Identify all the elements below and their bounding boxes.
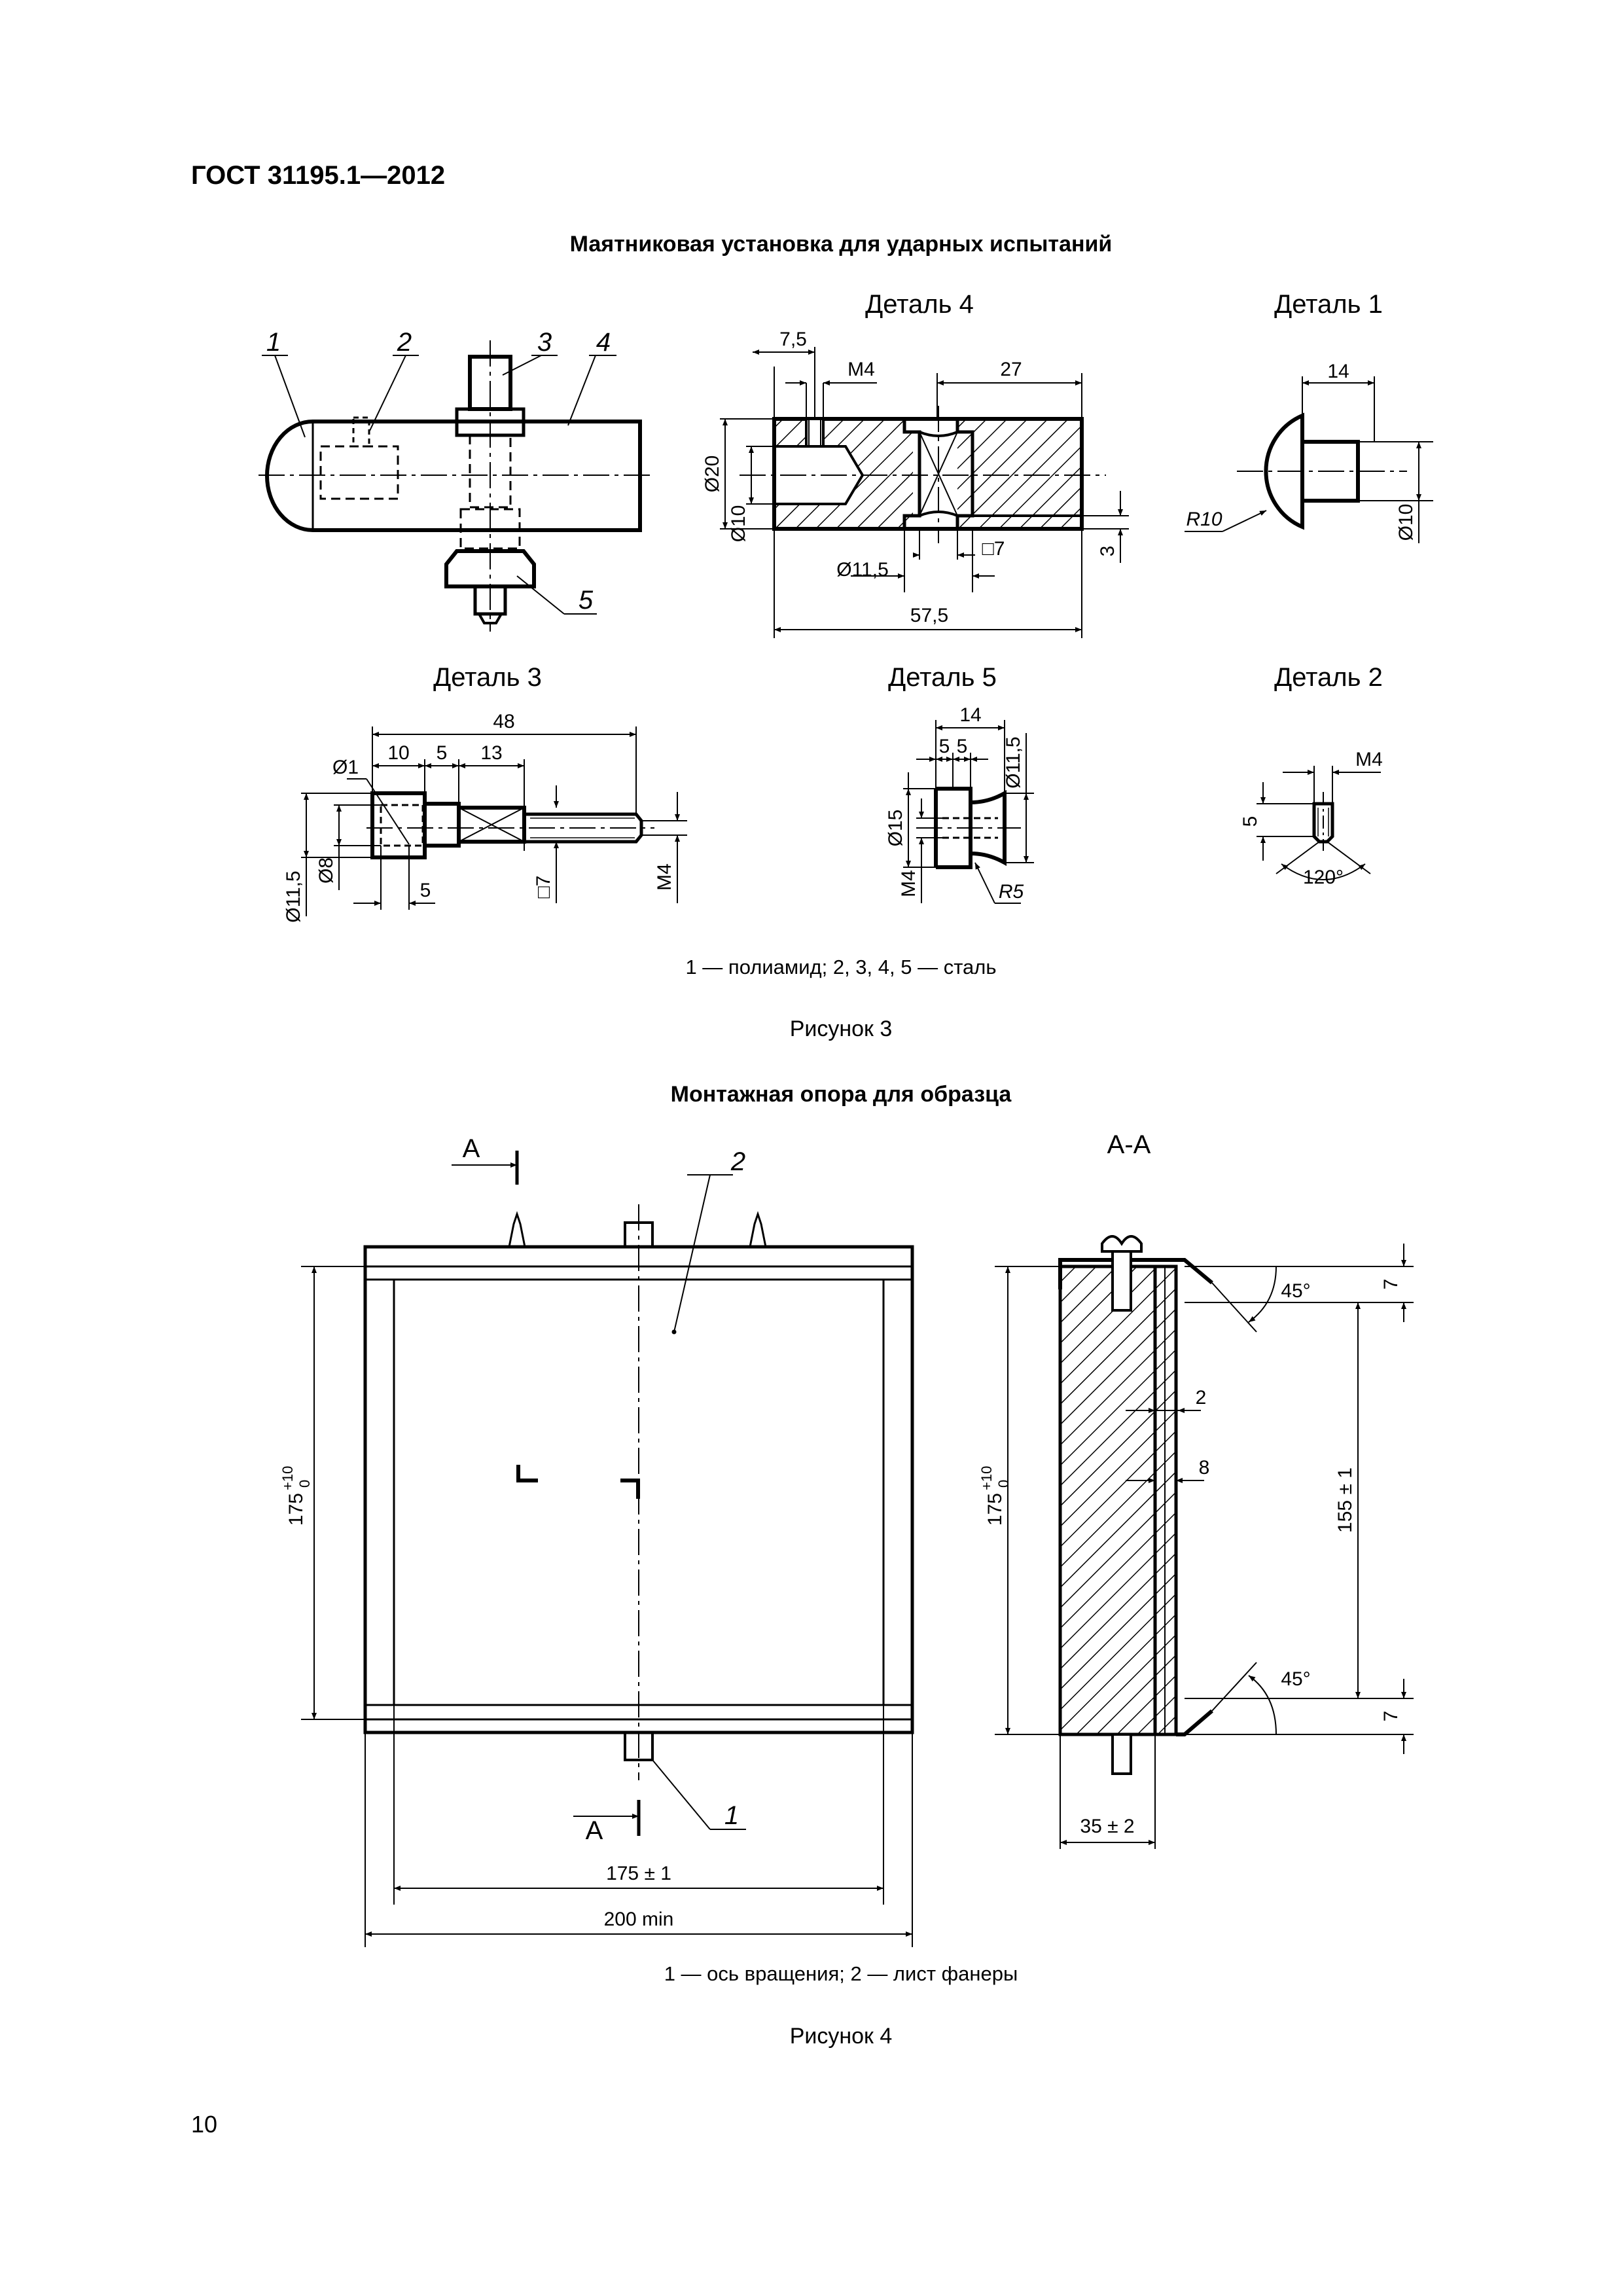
front-view-dimensions <box>301 1266 913 1947</box>
detail-2-drawing <box>1312 792 1334 851</box>
front-view-labels: А А 2 1 175 +10 0 175 ± 1 200 min <box>279 1134 745 1930</box>
detail-5-dimensions <box>903 720 1034 904</box>
svg-text:□7: □7 <box>982 538 1005 560</box>
svg-text:5: 5 <box>437 742 448 764</box>
svg-text:M4: M4 <box>847 359 875 380</box>
svg-text:Ø11,5: Ø11,5 <box>283 870 304 923</box>
page-number: 10 <box>191 2111 218 2138</box>
mounting-frame-section-view <box>1058 1235 1213 1775</box>
svg-text:R5: R5 <box>999 881 1024 903</box>
callout-1: 1 <box>266 328 281 357</box>
figure-3-caption: Рисунок 3 <box>789 1016 893 1041</box>
callout-1-axis: 1 <box>724 1801 739 1830</box>
svg-text:R10: R10 <box>1186 509 1222 530</box>
svg-text:0: 0 <box>995 1480 1012 1488</box>
svg-text:14: 14 <box>1327 361 1349 382</box>
svg-text:3: 3 <box>1097 546 1118 557</box>
svg-text:175: 175 <box>984 1493 1006 1526</box>
detail-3-dimension-labels: 48 10 5 13 Ø1 Ø11,5 Ø8 5 □7 M4 <box>283 711 675 923</box>
callout-2: 2 <box>397 328 412 357</box>
detail-5-dimension-labels: 14 5 5 Ø11,5 Ø15 M4 R5 <box>885 704 1024 903</box>
svg-text:10: 10 <box>387 742 409 764</box>
section-view-labels: 175 +10 0 7 45° 2 8 155 ± 1 45° 7 35 ± 2 <box>978 1279 1402 1837</box>
detail-4-dimensions <box>720 347 1129 638</box>
pendulum-assembly-drawing <box>259 340 654 632</box>
svg-text:5: 5 <box>1240 816 1261 827</box>
detail-2-dimension-labels: M4 5 120° <box>1240 749 1383 888</box>
svg-text:Ø11,5: Ø11,5 <box>1003 736 1024 789</box>
callout-2-plywood: 2 <box>730 1147 745 1176</box>
detail-1-drawing <box>1237 412 1407 530</box>
svg-text:5: 5 <box>420 880 431 901</box>
svg-text:Ø10: Ø10 <box>728 505 749 543</box>
callout-3: 3 <box>537 328 552 357</box>
detail-2-title: Деталь 2 <box>1274 663 1383 692</box>
svg-text:Ø11,5: Ø11,5 <box>836 559 889 581</box>
svg-text:48: 48 <box>493 711 514 732</box>
mounting-frame-front-view <box>363 1151 914 1836</box>
figure-4-title: Монтажная опора для образца <box>670 1082 1012 1107</box>
svg-text:Ø1: Ø1 <box>332 757 359 778</box>
svg-text:13: 13 <box>480 742 502 764</box>
svg-text:120°: 120° <box>1303 867 1344 888</box>
svg-text:57,5: 57,5 <box>910 605 948 626</box>
detail-3-drawing <box>347 778 654 859</box>
detail-1-dimension-labels: 14 R10 Ø10 <box>1186 361 1417 541</box>
document-code: ГОСТ 31195.1—2012 <box>191 161 446 190</box>
svg-text:Ø15: Ø15 <box>885 810 906 847</box>
detail-4-dimension-labels: 7,5 M4 27 Ø20 Ø10 Ø11,5 □7 3 57,5 <box>702 329 1118 626</box>
svg-text:14: 14 <box>959 704 981 726</box>
assembly-callouts: 1 2 3 4 5 <box>266 328 611 615</box>
svg-text:Ø20: Ø20 <box>702 456 723 493</box>
svg-text:+10: +10 <box>978 1466 995 1490</box>
callout-4: 4 <box>596 328 611 357</box>
svg-text:Ø8: Ø8 <box>315 857 337 884</box>
svg-text:5: 5 <box>957 736 968 757</box>
section-view-dimensions <box>995 1244 1414 1849</box>
detail-1-dimensions <box>1185 376 1433 543</box>
detail-5-title: Деталь 5 <box>888 663 997 692</box>
detail-1-title: Деталь 1 <box>1274 290 1383 319</box>
svg-text:7: 7 <box>1380 1279 1402 1290</box>
svg-text:45°: 45° <box>1281 1280 1310 1302</box>
svg-text:35 ± 2: 35 ± 2 <box>1080 1816 1134 1837</box>
section-mark-top: А <box>463 1134 480 1163</box>
svg-text:175: 175 <box>285 1493 307 1526</box>
svg-text:□7: □7 <box>533 876 554 899</box>
svg-text:Ø10: Ø10 <box>1395 504 1417 541</box>
svg-text:175 ± 1: 175 ± 1 <box>606 1863 671 1884</box>
detail-3-title: Деталь 3 <box>433 663 542 692</box>
detail-4-title: Деталь 4 <box>865 290 974 319</box>
svg-text:27: 27 <box>1000 359 1022 380</box>
svg-text:2: 2 <box>1196 1387 1207 1408</box>
svg-text:+10: +10 <box>279 1466 296 1490</box>
detail-4-drawing <box>740 406 1106 543</box>
svg-text:45°: 45° <box>1281 1668 1310 1690</box>
detail-3-dimensions <box>301 726 687 916</box>
svg-text:155 ± 1: 155 ± 1 <box>1334 1467 1356 1533</box>
svg-text:M4: M4 <box>654 863 675 891</box>
detail-5-drawing <box>916 787 1021 869</box>
callout-5: 5 <box>579 586 594 615</box>
figure-4-caption: Рисунок 4 <box>789 2024 893 2049</box>
section-mark-bottom: А <box>586 1816 603 1845</box>
svg-text:5: 5 <box>939 736 950 757</box>
figure-3-legend: 1 — полиамид; 2, 3, 4, 5 — сталь <box>685 956 997 978</box>
detail-2-dimensions <box>1257 766 1381 880</box>
svg-text:M4: M4 <box>898 870 919 897</box>
svg-text:7: 7 <box>1380 1711 1402 1722</box>
svg-text:M4: M4 <box>1355 749 1383 770</box>
figure-4-legend: 1 — ось вращения; 2 — лист фанеры <box>664 1962 1018 1985</box>
svg-text:8: 8 <box>1199 1457 1210 1479</box>
section-a-a-title: А-А <box>1107 1130 1151 1159</box>
svg-text:200 min: 200 min <box>604 1909 674 1930</box>
figure-3-title: Маятниковая установка для ударных испыта… <box>569 232 1113 257</box>
svg-text:0: 0 <box>296 1480 313 1488</box>
svg-text:7,5: 7,5 <box>779 329 807 350</box>
